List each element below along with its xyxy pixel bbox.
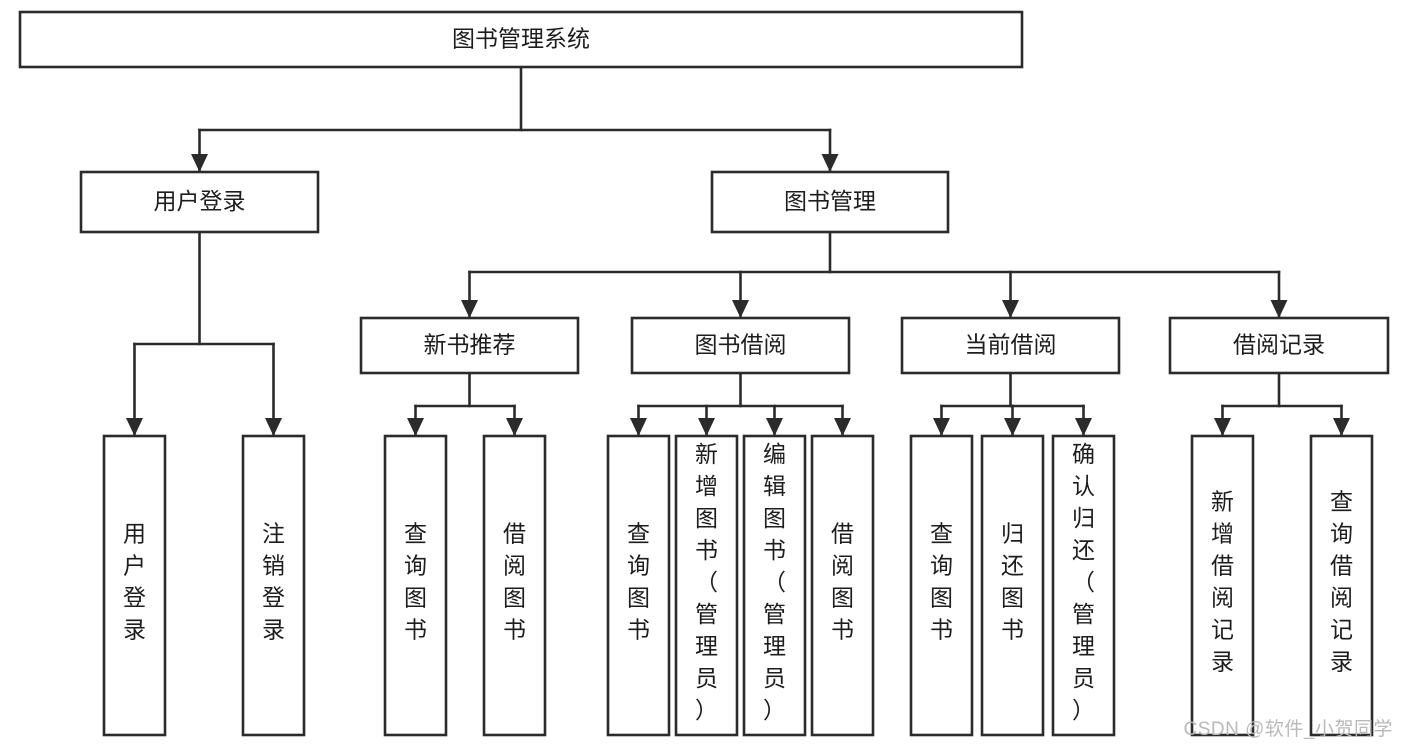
node-label-leaf-query-book-borrow: 查询图书 <box>627 521 650 643</box>
node-box-leaf-edit-book-admin[interactable] <box>742 434 807 737</box>
arrow-head-leaf-book-borrow-0 <box>630 418 647 436</box>
arrow-head-leaf-borrow-record-1 <box>1333 418 1350 436</box>
node-box-leaf-query-book-current[interactable] <box>909 434 974 737</box>
node-label-leaf-return-book: 归还图书 <box>1001 521 1024 643</box>
node-box-leaf-return-book[interactable] <box>980 434 1045 737</box>
arrow-head-leaf-current-borrow-2 <box>1075 418 1092 436</box>
node-label-leaf-logout-login: 注销登录 <box>262 521 285 643</box>
node-leaf-query-book-borrow[interactable]: 查询图书 <box>606 434 671 737</box>
node-box-book-manage[interactable] <box>710 170 950 234</box>
node-label-leaf-user-login: 用户登录 <box>123 521 146 643</box>
arrow-head-leaf-user-login-0 <box>126 418 143 436</box>
node-leaf-query-book-recommend[interactable]: 查询图书 <box>383 434 448 737</box>
node-new-book-recommend[interactable]: 新书推荐 <box>359 316 580 375</box>
node-borrow-record[interactable]: 借阅记录 <box>1168 316 1390 375</box>
node-label-user-login: 用户登录 <box>154 188 246 214</box>
node-book-borrow[interactable]: 图书借阅 <box>630 316 851 375</box>
arrow-head-leaf-user-login-1 <box>265 418 282 436</box>
node-leaf-borrow-book[interactable]: 借阅图书 <box>810 434 875 737</box>
node-box-leaf-add-borrow-record[interactable] <box>1190 434 1255 737</box>
node-box-root[interactable] <box>18 10 1024 69</box>
arrow-head-book-manage-2 <box>1002 300 1019 318</box>
node-box-leaf-add-book-admin[interactable] <box>674 434 739 737</box>
arrow-head-leaf-current-borrow-1 <box>1004 418 1021 436</box>
node-boxes: 图书管理系统用户登录图书管理新书推荐图书借阅当前借阅借阅记录用户登录注销登录查询… <box>18 10 1390 737</box>
node-label-leaf-edit-book-admin: 编辑图书（管理员） <box>763 441 786 723</box>
arrow-head-book-manage-3 <box>1270 300 1288 318</box>
node-box-leaf-borrow-book-recommend[interactable] <box>482 434 547 737</box>
node-leaf-add-book-admin[interactable]: 新增图书（管理员） <box>674 434 739 737</box>
node-label-book-borrow: 图书借阅 <box>695 332 787 358</box>
node-leaf-query-borrow-record[interactable]: 查询借阅记录 <box>1309 434 1374 737</box>
node-box-leaf-confirm-return-admin[interactable] <box>1051 434 1116 737</box>
connector-edges <box>126 65 1350 438</box>
node-leaf-return-book[interactable]: 归还图书 <box>980 434 1045 737</box>
node-root[interactable]: 图书管理系统 <box>18 10 1024 69</box>
arrow-head-leaf-book-borrow-2 <box>766 418 783 436</box>
node-label-leaf-borrow-book-recommend: 借阅图书 <box>503 521 526 643</box>
node-box-borrow-record[interactable] <box>1168 316 1390 375</box>
node-leaf-edit-book-admin[interactable]: 编辑图书（管理员） <box>742 434 807 737</box>
arrow-head-book-manage-1 <box>732 300 749 318</box>
node-box-user-login[interactable] <box>79 170 320 234</box>
arrow-head-book-manage-0 <box>461 300 478 318</box>
node-label-book-manage: 图书管理 <box>784 188 876 214</box>
node-leaf-borrow-book-recommend[interactable]: 借阅图书 <box>482 434 547 737</box>
node-label-leaf-confirm-return-admin: 确认归还（管理员） <box>1072 441 1095 723</box>
node-label-leaf-borrow-book: 借阅图书 <box>831 521 854 643</box>
node-leaf-logout-login[interactable]: 注销登录 <box>241 434 306 737</box>
node-user-login[interactable]: 用户登录 <box>79 170 320 234</box>
arrow-head-root-0 <box>191 154 208 172</box>
node-label-root: 图书管理系统 <box>452 26 590 52</box>
arrow-head-leaf-book-borrow-3 <box>834 418 851 436</box>
arrow-head-leaf-borrow-record-0 <box>1214 418 1231 436</box>
node-box-leaf-query-book-recommend[interactable] <box>383 434 448 737</box>
node-leaf-user-login[interactable]: 用户登录 <box>102 434 167 737</box>
arrow-head-leaf-new-book-recommend-1 <box>506 418 523 436</box>
node-label-leaf-query-book-recommend: 查询图书 <box>404 521 427 643</box>
node-leaf-add-borrow-record[interactable]: 新增借阅记录 <box>1190 434 1255 737</box>
arrow-head-root-1 <box>821 154 839 172</box>
node-leaf-confirm-return-admin[interactable]: 确认归还（管理员） <box>1051 434 1116 737</box>
arrow-head-leaf-new-book-recommend-0 <box>407 418 424 436</box>
node-box-current-borrow[interactable] <box>900 316 1121 375</box>
node-label-new-book-recommend: 新书推荐 <box>424 332 516 358</box>
arrow-head-leaf-book-borrow-1 <box>698 418 715 436</box>
node-box-leaf-logout-login[interactable] <box>241 434 306 737</box>
node-label-leaf-query-book-current: 查询图书 <box>930 521 953 643</box>
node-book-manage[interactable]: 图书管理 <box>710 170 950 234</box>
node-box-leaf-borrow-book[interactable] <box>810 434 875 737</box>
node-box-new-book-recommend[interactable] <box>359 316 580 375</box>
node-box-leaf-user-login[interactable] <box>102 434 167 737</box>
node-label-current-borrow: 当前借阅 <box>965 332 1057 358</box>
node-box-book-borrow[interactable] <box>630 316 851 375</box>
node-label-leaf-add-book-admin: 新增图书（管理员） <box>695 441 718 723</box>
node-label-leaf-add-borrow-record: 新增借阅记录 <box>1211 489 1234 675</box>
node-box-leaf-query-book-borrow[interactable] <box>606 434 671 737</box>
node-label-borrow-record: 借阅记录 <box>1233 332 1325 358</box>
node-leaf-query-book-current[interactable]: 查询图书 <box>909 434 974 737</box>
node-label-leaf-query-borrow-record: 查询借阅记录 <box>1330 489 1353 675</box>
arrow-head-leaf-current-borrow-0 <box>933 418 950 436</box>
node-current-borrow[interactable]: 当前借阅 <box>900 316 1121 375</box>
node-box-leaf-query-borrow-record[interactable] <box>1309 434 1374 737</box>
